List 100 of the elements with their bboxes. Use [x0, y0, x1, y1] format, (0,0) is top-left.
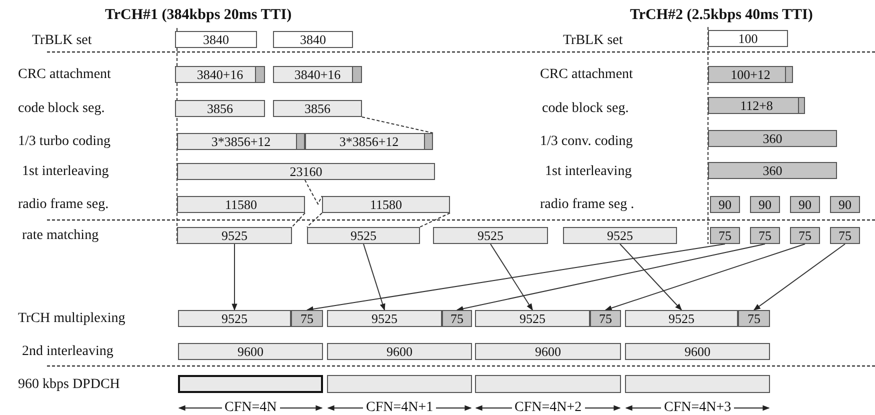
row-label: TrBLK set: [32, 33, 92, 49]
block-value: 3856: [304, 102, 330, 115]
data-block: [178, 343, 323, 360]
block-value: 9525: [668, 312, 694, 325]
data-block: [708, 97, 805, 114]
row-label: code block seg.: [18, 101, 105, 117]
data-block: [433, 227, 548, 244]
row-label: 2nd interleaving: [22, 344, 114, 360]
block-value: 9525: [607, 229, 633, 242]
frame-slot: [475, 375, 621, 393]
segmentation-line: [420, 212, 450, 228]
data-block: [273, 31, 353, 48]
block-value: 75: [748, 312, 760, 325]
frame-slot: [625, 375, 770, 393]
data-block: [708, 130, 837, 147]
row-label: TrCH multiplexing: [18, 311, 126, 327]
data-block: [175, 100, 265, 117]
row-label: radio frame seg .: [540, 197, 634, 213]
data-block: [710, 196, 740, 213]
data-block: [327, 343, 472, 360]
block-value: 11580: [224, 198, 258, 211]
block-value: 75: [718, 229, 732, 242]
frame-slot: [178, 375, 323, 393]
segmentation-line: [306, 212, 322, 228]
row-label: CRC attachment: [18, 67, 111, 83]
data-block: [291, 310, 323, 327]
block-value: 9600: [386, 345, 412, 358]
data-block: [708, 66, 793, 83]
data-block: [175, 31, 257, 48]
data-block: [625, 310, 738, 327]
row-label: radio frame seg.: [18, 197, 109, 213]
data-block: [708, 30, 788, 47]
arrow: [456, 244, 766, 312]
block-value: 9600: [684, 345, 710, 358]
block-value: 360: [762, 164, 782, 177]
arrow: [363, 244, 386, 311]
block-value: 9525: [222, 312, 248, 325]
row-label: 1/3 turbo coding: [18, 134, 111, 150]
row-label: CRC attachment: [540, 67, 633, 83]
data-block: [307, 227, 420, 244]
arrow: [604, 244, 806, 311]
data-block: [590, 310, 621, 327]
data-block: [322, 196, 450, 213]
data-block: [442, 310, 472, 327]
block-value: 3*3856+12: [339, 135, 399, 148]
block-value: 90: [758, 198, 772, 211]
data-block: [830, 227, 860, 244]
row-label: TrBLK set: [563, 33, 623, 49]
row-label: 1/3 conv. coding: [540, 134, 633, 150]
block-value: 90: [838, 198, 852, 211]
block-value: 9525: [350, 229, 376, 242]
block-value: 9600: [238, 345, 264, 358]
data-block: [708, 162, 837, 179]
block-value: 360: [762, 132, 782, 145]
frame-slot: [327, 375, 472, 393]
data-block: [625, 343, 770, 360]
block-value: 75: [838, 229, 852, 242]
block-value: 9525: [222, 229, 248, 242]
block-value: 3840+16: [196, 68, 244, 81]
block-value: 75: [450, 312, 464, 325]
block-value: 75: [758, 229, 772, 242]
arrow: [306, 244, 726, 312]
block-value: 23160: [290, 165, 322, 178]
row-label: 1st interleaving: [545, 164, 632, 180]
data-block: [563, 227, 677, 244]
block-value: 9525: [520, 312, 546, 325]
data-block: [273, 100, 362, 117]
data-block: [177, 133, 305, 150]
data-block: [790, 196, 820, 213]
data-block: [738, 310, 770, 327]
block-value: 90: [798, 198, 812, 211]
arrow: [232, 244, 238, 311]
data-block: [305, 133, 433, 150]
block-value: 9525: [478, 229, 504, 242]
data-block: [327, 310, 442, 327]
block-value: 90: [718, 198, 732, 211]
data-block: [750, 227, 780, 244]
channel-heading: TrCH#1 (384kbps 20ms TTI): [105, 7, 292, 23]
block-value: 3840+16: [294, 68, 341, 81]
block-value: 100+12: [730, 68, 770, 81]
data-block: [177, 227, 292, 244]
arrow: [753, 244, 846, 310]
row-label: 960 kbps DPDCH: [18, 377, 120, 393]
data-block: [750, 196, 780, 213]
block-value: 3840: [203, 33, 229, 46]
segmentation-line: [362, 116, 434, 134]
block-value: 112+8: [740, 99, 773, 112]
row-label: rate matching: [22, 228, 99, 244]
block-value: 75: [798, 229, 812, 242]
data-block: [790, 227, 820, 244]
block-value: 9525: [372, 312, 398, 325]
block-value: 3*3856+12: [211, 135, 271, 148]
block-value: 100: [738, 32, 758, 45]
channel-heading: TrCH#2 (2.5kbps 40ms TTI): [630, 7, 813, 23]
block-value: 9600: [535, 345, 561, 358]
arrow: [490, 244, 533, 311]
block-value: 3840: [300, 33, 326, 46]
data-block: [475, 343, 621, 360]
block-value: 75: [300, 312, 314, 325]
data-block: [175, 66, 265, 83]
